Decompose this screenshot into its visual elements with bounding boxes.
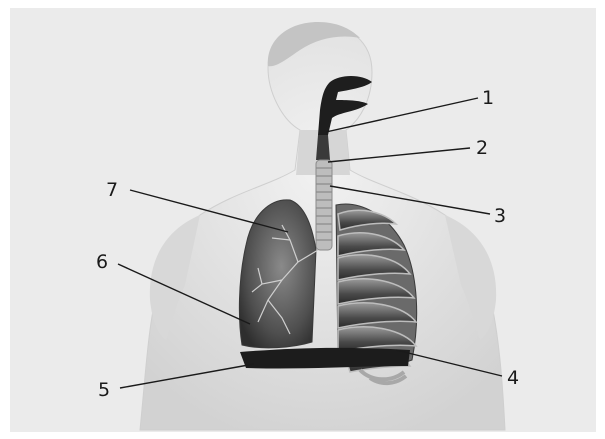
label-4: 4 [507, 367, 519, 389]
label-6: 6 [96, 251, 108, 273]
label-1: 1 [482, 87, 494, 109]
label-3: 3 [494, 205, 506, 227]
diaphragm [240, 348, 410, 369]
label-7: 7 [106, 179, 118, 201]
label-2: 2 [476, 137, 488, 159]
label-5: 5 [98, 379, 110, 401]
trachea [316, 160, 332, 250]
